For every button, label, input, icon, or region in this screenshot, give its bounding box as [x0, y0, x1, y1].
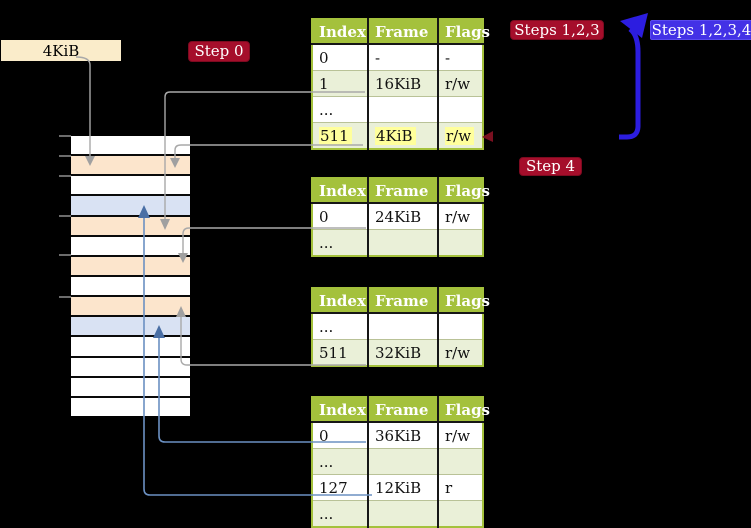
table-cell: 511: [312, 339, 368, 366]
column-header: Frame: [367, 288, 438, 314]
table-cell: ...: [312, 500, 368, 527]
memory-row-white: [71, 236, 190, 257]
column-header: Frame: [367, 397, 438, 423]
memory-tick-marks: [59, 135, 71, 298]
table-cell: 127: [312, 474, 368, 501]
table-cell: -: [367, 44, 438, 71]
table-cell: [367, 229, 438, 256]
column-header: Index: [312, 288, 368, 314]
steps1234-badge: Steps 1,2,3,4: [650, 20, 751, 40]
steps123-badge: Steps 1,2,3: [510, 20, 604, 40]
table-cell: r/w: [437, 339, 483, 366]
highlighted-value: 4KiB: [375, 126, 416, 145]
memory-row-white: [71, 397, 190, 416]
table-cell: [367, 448, 438, 475]
table-cell: 511: [312, 122, 368, 149]
column-header: Frame: [367, 19, 438, 45]
table-row: ...: [312, 96, 483, 123]
page-size-label: 4KiB: [1, 40, 121, 61]
table-cell: [437, 448, 483, 475]
table-cell: 12KiB: [367, 474, 438, 501]
memory-row-peach: [71, 216, 190, 237]
table-row: ...: [312, 313, 483, 340]
table-cell: 1: [312, 70, 368, 97]
table-cell: [367, 313, 438, 340]
column-header: Frame: [367, 178, 438, 204]
table-cell: r/w: [437, 70, 483, 97]
big-loop-arrow: [619, 13, 648, 140]
table-cell: r: [437, 474, 483, 501]
table-row: ...: [312, 448, 483, 475]
table-cell: r/w: [437, 422, 483, 449]
highlighted-value: r/w: [445, 126, 475, 145]
table-row: 511 4KiB r/w: [312, 122, 483, 149]
memory-row-peach: [71, 256, 190, 277]
table-cell: [437, 96, 483, 123]
column-header: Flags: [437, 178, 490, 204]
memory-row-blue: [71, 317, 190, 338]
memory-row-peach: [71, 156, 190, 177]
table-row: ...: [312, 229, 483, 256]
table-cell: 32KiB: [367, 339, 438, 366]
table-cell: [437, 229, 483, 256]
step0-badge: Step 0: [188, 41, 250, 62]
table-cell: ...: [312, 448, 368, 475]
table-cell: [367, 96, 438, 123]
table-cell: -: [437, 44, 483, 71]
table-cell: 0: [319, 426, 329, 445]
memory-row-peach: [71, 297, 190, 318]
column-header: Index: [312, 397, 368, 423]
table-cell: [437, 313, 483, 340]
memory-row-white: [71, 276, 190, 298]
table-cell: [437, 500, 483, 527]
memory-row-white: [71, 136, 190, 157]
table-cell: [367, 500, 438, 527]
memory-row-blue: [71, 196, 190, 217]
memory-row-white: [71, 377, 190, 398]
table-cell: ...: [312, 96, 368, 123]
column-header: Index: [312, 19, 368, 45]
table-cell: r/w: [437, 203, 483, 230]
table-cell: 36KiB: [367, 422, 438, 449]
column-header: Flags: [437, 19, 490, 45]
memory-row-white: [71, 357, 190, 378]
table-cell: 0: [319, 207, 329, 226]
table-row: ...: [312, 500, 483, 527]
column-header: Flags: [437, 397, 490, 423]
memory-row-white: [71, 176, 190, 197]
table-cell: 4KiB: [367, 122, 438, 149]
table-row: 0 --: [312, 44, 483, 71]
step4-badge: Step 4: [519, 157, 582, 176]
column-header: Index: [312, 178, 368, 204]
table-cell: ...: [319, 317, 334, 336]
highlighted-value: 511: [319, 126, 352, 145]
big-loop-arrow-shaft: [619, 27, 641, 140]
table-cell: 16KiB: [367, 70, 438, 97]
big-loop-arrowhead-icon: [620, 13, 648, 38]
table-cell: 24KiB: [367, 203, 438, 230]
memory-row-white: [71, 337, 190, 358]
column-header: Flags: [437, 288, 490, 314]
physical-memory-column: [71, 136, 190, 416]
table-cell: r/w: [437, 122, 483, 149]
table-cell: ...: [312, 229, 368, 256]
table-cell: 0: [319, 48, 329, 67]
